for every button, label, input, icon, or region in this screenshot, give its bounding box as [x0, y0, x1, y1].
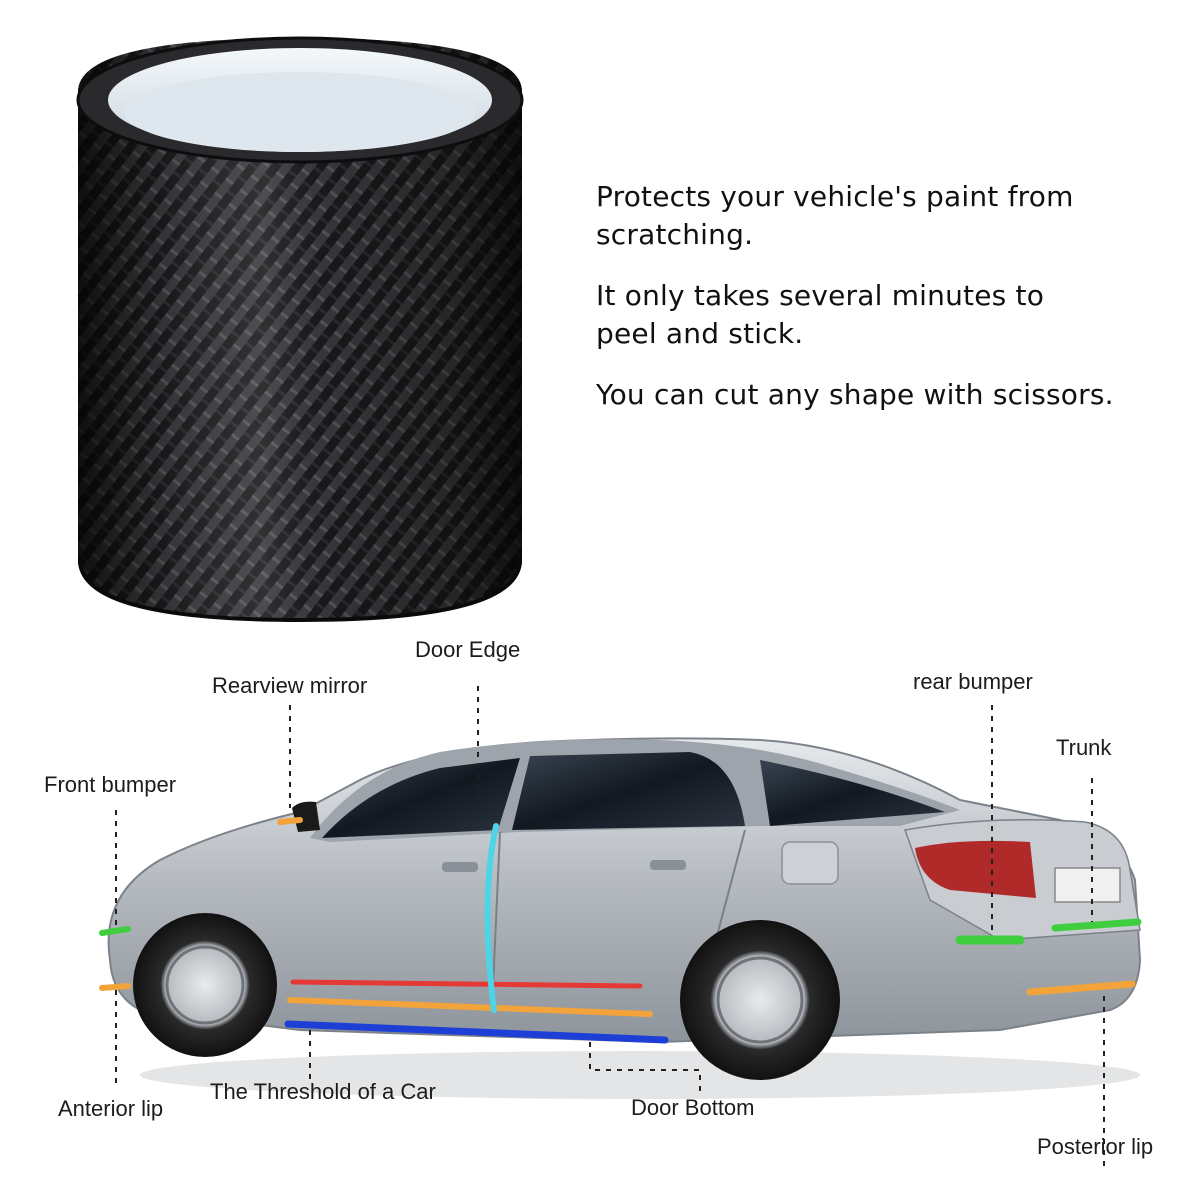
label-rearview-mirror: Rearview mirror — [212, 673, 368, 698]
feature-list: Protects your vehicle's paint from scrat… — [596, 178, 1176, 437]
label-front-bumper: Front bumper — [44, 772, 177, 797]
label-threshold: The Threshold of a Car — [210, 1079, 436, 1104]
feature-text: You can cut any shape with scissors. — [596, 378, 1114, 411]
feature-text: It only takes several minutes to peel an… — [596, 279, 1045, 350]
label-door-edge: Door Edge — [415, 637, 521, 662]
leader-lines — [115, 686, 1105, 1166]
label-anterior-lip: Anterior lip — [58, 1096, 164, 1121]
tape-roll — [76, 36, 524, 623]
car-illustration — [99, 737, 1142, 1099]
label-rear-bumper: rear bumper — [913, 669, 1033, 694]
label-trunk: Trunk — [1056, 735, 1112, 760]
label-door-bottom: Door Bottom — [631, 1095, 755, 1120]
feature-text: Protects your vehicle's paint from scrat… — [596, 180, 1074, 251]
label-posterior-lip: Posterior lip — [1037, 1134, 1154, 1159]
